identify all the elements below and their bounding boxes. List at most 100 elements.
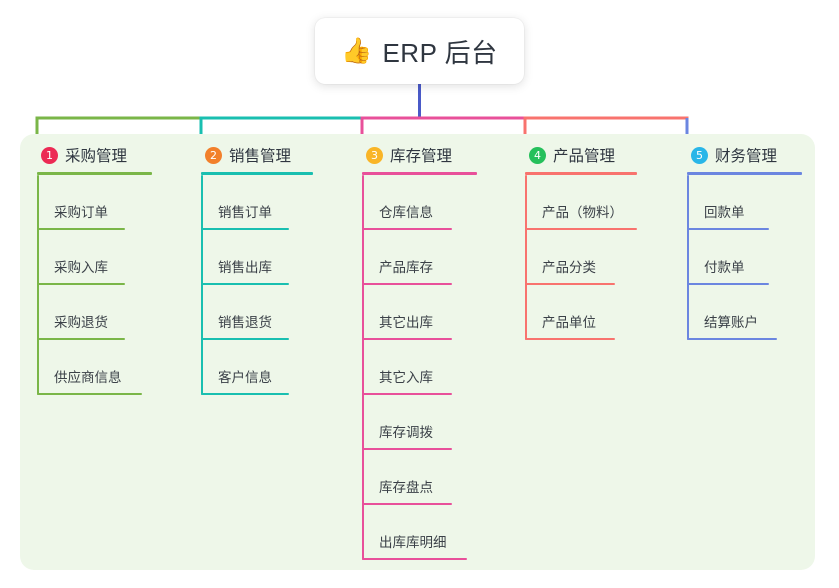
module-header-3[interactable]: 3 库存管理 [345,142,505,168]
module-item-underline [201,338,289,340]
module-column-1: 1 采购管理采购订单采购入库采购退货供应商信息 [20,142,180,395]
module-item-label: 采购订单 [54,205,108,220]
modules-columns: 1 采购管理采购订单采购入库采购退货供应商信息 2 销售管理销售订单销售出库销售退货客… [20,134,815,570]
module-spine [525,175,527,340]
module-item-label: 仓库信息 [379,205,433,220]
module-title: 产品管理 [553,148,616,165]
module-item-underline [37,393,142,395]
module-item-underline [37,283,125,285]
module-item[interactable]: 产品（物料） [525,175,668,230]
module-item-underline [362,338,452,340]
module-header-underline [201,172,313,175]
module-item-underline [362,393,452,395]
module-index-badge: 5 [691,146,708,164]
module-item[interactable]: 销售订单 [201,175,344,230]
module-item-underline [687,228,769,230]
module-item[interactable]: 产品分类 [525,230,668,285]
module-item-label: 其它入库 [379,370,433,385]
module-item-underline [362,283,452,285]
module-item-label: 销售出库 [218,260,272,275]
module-item[interactable]: 采购订单 [37,175,180,230]
module-column-5: 5 财务管理回款单付款单结算账户 [670,142,830,340]
module-item-underline [362,228,452,230]
module-item[interactable]: 采购入库 [37,230,180,285]
module-title: 财务管理 [715,148,778,165]
module-item-label: 库存盘点 [379,480,433,495]
module-item[interactable]: 客户信息 [201,340,344,395]
module-item-label: 销售订单 [218,205,272,220]
thumbs-up-icon: 👍 [341,36,373,65]
module-item-label: 销售退货 [218,315,272,330]
module-spine [362,175,364,560]
module-item-label: 供应商信息 [54,370,122,385]
module-header-4[interactable]: 4 产品管理 [508,142,668,168]
module-item-label: 其它出库 [379,315,433,330]
module-item-underline [37,228,125,230]
module-item-list: 产品（物料） 产品分类产品单位 [525,175,668,340]
module-title: 销售管理 [229,148,292,165]
module-item-underline [525,228,637,230]
module-item-label: 出库库明细 [379,535,447,550]
module-item[interactable]: 出库库明细 [362,505,505,560]
module-spine [687,175,689,340]
module-item-label: 产品单位 [542,315,596,330]
module-item-underline [687,283,769,285]
module-item-label: 产品库存 [379,260,433,275]
module-item-label: 客户信息 [218,370,272,385]
module-item-label: 产品分类 [542,260,596,275]
module-item-underline [362,558,467,560]
module-item[interactable]: 结算账户 [687,285,830,340]
module-header-2[interactable]: 2 销售管理 [184,142,344,168]
module-item[interactable]: 销售退货 [201,285,344,340]
module-item[interactable]: 回款单 [687,175,830,230]
module-item-list: 销售订单销售出库销售退货客户信息 [201,175,344,395]
module-item-underline [687,338,777,340]
module-item[interactable]: 产品库存 [362,230,505,285]
module-item[interactable]: 供应商信息 [37,340,180,395]
module-index-badge: 1 [41,146,58,164]
module-index-badge: 3 [366,146,383,164]
module-item[interactable]: 产品单位 [525,285,668,340]
module-item[interactable]: 其它入库 [362,340,505,395]
module-item-label: 采购入库 [54,260,108,275]
module-header-underline [687,172,802,175]
module-title: 库存管理 [390,148,453,165]
module-item-underline [525,338,615,340]
module-item[interactable]: 仓库信息 [362,175,505,230]
module-header-underline [525,172,637,175]
module-item-list: 采购订单采购入库采购退货供应商信息 [37,175,180,395]
module-item-list: 仓库信息产品库存其它出库其它入库库存调拨库存盘点出库库明细 [362,175,505,560]
module-header-5[interactable]: 5 财务管理 [670,142,830,168]
module-index-badge: 4 [529,146,546,164]
module-item[interactable]: 库存调拨 [362,395,505,450]
modules-panel [20,134,815,570]
module-item-label: 采购退货 [54,315,108,330]
module-spine [37,175,39,395]
module-item[interactable]: 其它出库 [362,285,505,340]
module-column-4: 4 产品管理产品（物料） 产品分类产品单位 [508,142,668,340]
root-node-title: ERP 后台 [382,37,498,68]
module-item-label: 库存调拨 [379,425,433,440]
module-item-underline [201,283,289,285]
module-item-underline [37,338,125,340]
module-item-label: 产品（物料） [542,205,623,220]
module-title: 采购管理 [65,148,128,165]
module-item-underline [201,228,289,230]
module-item-underline [525,283,615,285]
module-item-underline [201,393,289,395]
module-item[interactable]: 付款单 [687,230,830,285]
module-item[interactable]: 库存盘点 [362,450,505,505]
root-node-erp-backend[interactable]: 👍 ERP 后台 [315,18,524,84]
module-item-label: 付款单 [704,260,745,275]
module-header-underline [362,172,477,175]
module-item-underline [362,503,452,505]
module-item[interactable]: 采购退货 [37,285,180,340]
module-item[interactable]: 销售出库 [201,230,344,285]
module-header-underline [37,172,152,175]
module-column-2: 2 销售管理销售订单销售出库销售退货客户信息 [184,142,344,395]
module-header-1[interactable]: 1 采购管理 [20,142,180,168]
module-index-badge: 2 [205,146,222,164]
module-item-list: 回款单付款单结算账户 [687,175,830,340]
module-spine [201,175,203,395]
